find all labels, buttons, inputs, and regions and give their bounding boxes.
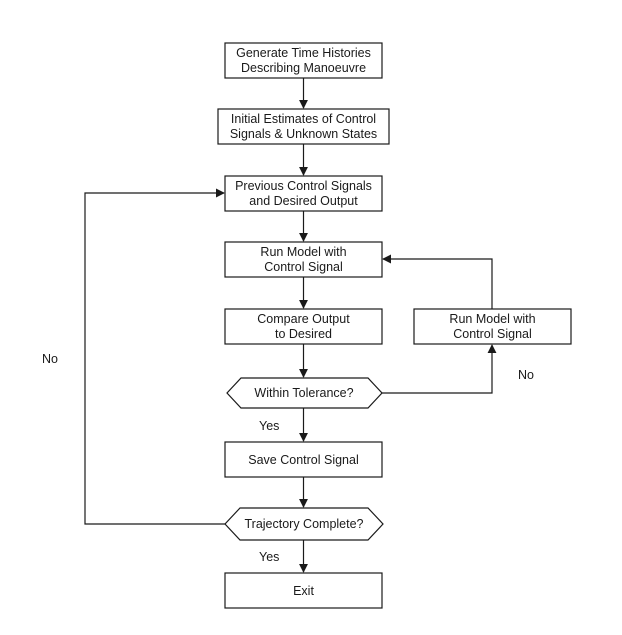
label-tolerance-no: No xyxy=(518,368,534,382)
node-save-label: Save Control Signal xyxy=(248,453,358,467)
node-run-model-right-line2: Control Signal xyxy=(453,327,532,341)
node-generate-line2: Describing Manoeuvre xyxy=(241,61,366,75)
node-tolerance-label: Within Tolerance? xyxy=(254,386,353,400)
node-trajectory-complete: Trajectory Complete? xyxy=(224,507,384,541)
node-compare-output: Compare Output to Desired xyxy=(224,308,383,345)
node-within-tolerance: Within Tolerance? xyxy=(226,377,383,409)
node-generate-line1: Generate Time Histories xyxy=(236,46,371,60)
node-previous-line1: Previous Control Signals xyxy=(235,179,372,193)
node-run-model-line2: Control Signal xyxy=(264,260,343,274)
arrow-tolerance-no-to-run-model-right xyxy=(382,344,497,394)
node-run-model-line1: Run Model with xyxy=(260,245,346,259)
node-previous-line2: and Desired Output xyxy=(249,194,358,208)
node-exit-label: Exit xyxy=(293,584,314,598)
node-run-model-right-line1: Run Model with xyxy=(449,312,535,326)
node-run-model: Run Model with Control Signal xyxy=(224,241,383,278)
node-save-control-signal: Save Control Signal xyxy=(224,441,383,478)
node-generate-time-histories: Generate Time Histories Describing Manoe… xyxy=(224,42,383,79)
node-trajectory-label: Trajectory Complete? xyxy=(244,517,363,531)
node-run-model-right: Run Model with Control Signal xyxy=(413,308,572,345)
node-compare-line2: to Desired xyxy=(275,327,332,341)
label-trajectory-no: No xyxy=(42,352,58,366)
arrow-trajectory-no-to-previous xyxy=(84,188,225,525)
arrow-run-model-right-to-run-model xyxy=(382,254,493,309)
node-previous-control-signals: Previous Control Signals and Desired Out… xyxy=(224,175,383,212)
label-trajectory-yes: Yes xyxy=(259,550,279,564)
node-initial-line1: Initial Estimates of Control xyxy=(231,112,376,126)
node-initial-estimates: Initial Estimates of Control Signals & U… xyxy=(217,108,390,145)
label-tolerance-yes: Yes xyxy=(259,419,279,433)
node-exit: Exit xyxy=(224,572,383,609)
node-initial-line2: Signals & Unknown States xyxy=(230,127,377,141)
node-compare-line1: Compare Output xyxy=(257,312,350,326)
